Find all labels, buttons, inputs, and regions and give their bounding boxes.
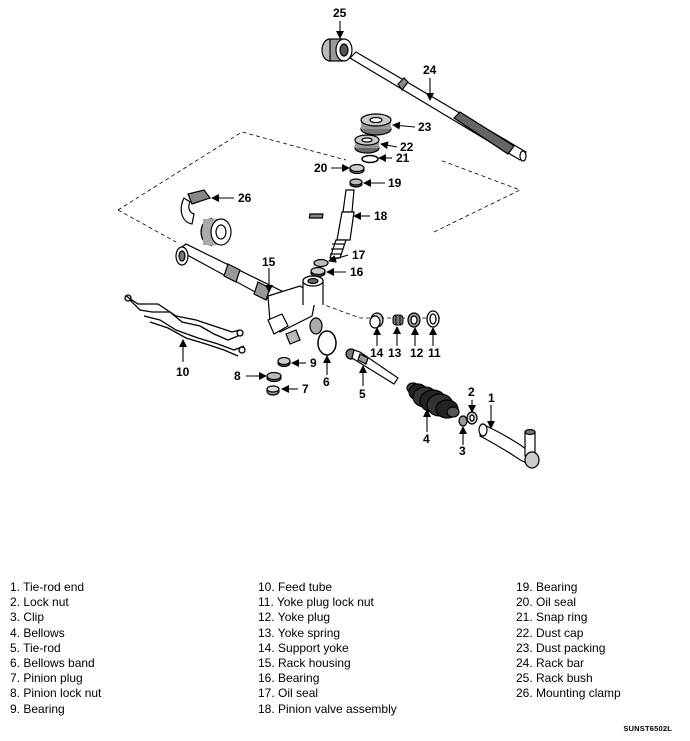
legend-item: 24. Rack bar	[516, 656, 585, 671]
legend-item: 19. Bearing	[516, 580, 578, 594]
callout-13: 13	[388, 346, 402, 360]
oil-seal-upper	[349, 163, 365, 175]
pinion-plug	[266, 385, 280, 396]
snap-ring	[361, 154, 379, 164]
callout-14: 14	[370, 346, 384, 360]
parts-legend-column-1: 1. Tie-rod end 2. Lock nut 3. Clip 4. Be…	[10, 580, 101, 717]
callout-2: 2	[468, 385, 475, 399]
callout-leaders	[179, 21, 495, 445]
parts-legend-column-3: 19. Bearing 20. Oil seal 21. Snap ring 2…	[516, 580, 621, 702]
legend-item: 13. Yoke spring	[258, 625, 341, 640]
clip	[458, 415, 468, 427]
legend-item: 7. Pinion plug	[10, 671, 83, 686]
legend-item: 17. Oil seal	[258, 686, 319, 701]
legend-item: 16. Bearing	[258, 671, 320, 686]
support-yoke	[369, 312, 384, 329]
figure-reference-code: SUNST6502L	[623, 724, 672, 733]
callout-20: 20	[314, 161, 328, 175]
callout-9: 9	[310, 356, 317, 370]
callout-25: 25	[333, 6, 347, 20]
yoke-plug	[407, 312, 421, 328]
lock-nut	[466, 411, 478, 425]
legend-item: 22. Dust cap	[516, 625, 584, 640]
legend-item: 11. Yoke plug lock nut	[258, 595, 374, 610]
oil-seal-lower	[313, 258, 329, 268]
callout-8: 8	[234, 369, 241, 383]
callout-18: 18	[374, 209, 388, 223]
dust-packing	[360, 113, 392, 136]
legend-item: 20. Oil seal	[516, 595, 577, 610]
legend-item: 6. Bellows band	[10, 656, 95, 671]
legend-item: 21. Snap ring	[516, 610, 588, 625]
parts-legend-column-2: 10. Feed tube 11. Yoke plug lock nut 12.…	[258, 580, 397, 717]
legend-item: 4. Bellows	[10, 625, 65, 640]
bearing-lower	[310, 266, 326, 278]
legend-item: 10. Feed tube	[258, 580, 333, 594]
callout-12: 12	[410, 346, 424, 360]
legend-item: 9. Bearing	[10, 701, 65, 716]
rack-bush	[321, 38, 353, 62]
legend-item: 12. Yoke plug	[258, 610, 331, 625]
bearing-upper	[349, 178, 363, 188]
callout-19: 19	[388, 176, 402, 190]
callout-6: 6	[323, 375, 330, 389]
legend-item: 5. Tie-rod	[10, 640, 61, 655]
pinion-valve-assembly	[308, 189, 355, 259]
pinion-lock-nut	[266, 371, 282, 383]
callout-3: 3	[459, 444, 466, 458]
feed-tube	[124, 294, 246, 357]
yoke-spring	[392, 314, 404, 326]
legend-item: 2. Lock nut	[10, 595, 69, 610]
legend-item: 23. Dust packing	[516, 640, 606, 655]
callout-numbers: 1 2 3 4 5 6 7 8 9 10 11 12 13 14 15 16 1…	[176, 6, 495, 458]
callout-5: 5	[359, 387, 366, 401]
callout-7: 7	[302, 382, 309, 396]
mounting-clamp	[180, 189, 232, 246]
legend-item: 8. Pinion lock nut	[10, 686, 102, 701]
tie-rod	[345, 348, 399, 385]
rack-bar	[349, 51, 527, 162]
rack-housing	[175, 243, 324, 345]
callout-22: 22	[400, 140, 414, 154]
callout-15: 15	[262, 255, 276, 269]
exploded-parts-diagram: 1 2 3 4 5 6 7 8 9 10 11 12 13 14 15 16 1…	[117, 6, 540, 469]
callout-21: 21	[396, 151, 410, 165]
bearing-pinion	[277, 356, 291, 368]
callout-10: 10	[176, 365, 190, 379]
callout-4: 4	[423, 432, 430, 446]
callout-26: 26	[238, 191, 252, 205]
legend-item: 26. Mounting clamp	[516, 686, 621, 701]
legend-item: 14. Support yoke	[258, 640, 349, 655]
legend-item: 18. Pinion valve assembly	[258, 701, 397, 716]
callout-1: 1	[488, 391, 495, 405]
legend-item: 25. Rack bush	[516, 671, 593, 686]
legend-item: 1. Tie-rod end	[10, 580, 85, 594]
callout-17: 17	[352, 248, 366, 262]
callout-11: 11	[428, 346, 441, 360]
legend-item: 15. Rack housing	[258, 656, 351, 671]
yoke-plug-lock-nut	[426, 310, 440, 328]
callout-16: 16	[350, 265, 364, 279]
legend-item: 3. Clip	[10, 610, 45, 625]
bellows-band	[317, 330, 337, 356]
dust-cap	[354, 134, 380, 154]
callout-24: 24	[423, 63, 437, 77]
callout-23: 23	[418, 120, 432, 134]
bellows	[406, 382, 460, 419]
tie-rod-end	[478, 423, 540, 469]
